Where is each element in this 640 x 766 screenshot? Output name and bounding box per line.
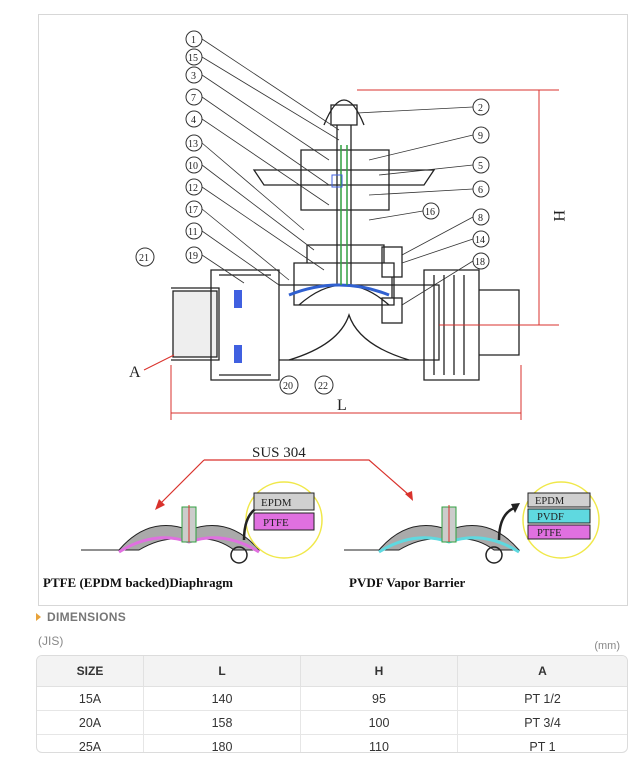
svg-text:15: 15: [188, 53, 198, 64]
table-header-row: SIZE L H A: [37, 656, 627, 687]
right-caption: PVDF Vapor Barrier: [349, 575, 465, 590]
callout-8: 8: [472, 208, 490, 226]
svg-text:14: 14: [475, 235, 485, 246]
table-row: 25A 180 110 PT 1: [37, 734, 627, 753]
callout-5: 5: [472, 156, 490, 174]
header-a: A: [457, 656, 627, 687]
callout-21: 21: [135, 247, 155, 267]
dimensions-table: SIZE L H A 15A 140 95 PT 1/2 20A 158 100…: [36, 655, 628, 753]
cell-a: PT 1/2: [457, 686, 627, 711]
callout-2: 2: [472, 98, 490, 116]
right-layer-ptfe: PTFE: [537, 528, 562, 539]
callout-6: 6: [472, 180, 490, 198]
right-layer-epdm: EPDM: [535, 496, 565, 507]
cell-size: 15A: [37, 686, 144, 711]
callout-17: 17: [185, 200, 203, 218]
table-row: 20A 158 100 PT 3/4: [37, 710, 627, 735]
svg-text:3: 3: [191, 71, 196, 82]
callout-22: 22: [314, 375, 334, 395]
cell-h: 95: [300, 686, 458, 711]
valve-cross-section: H L A 1 15 3 7 4 13 10 12 17 11 19 21 2 …: [43, 30, 600, 590]
callout-1: 1: [185, 30, 203, 48]
callout-13: 13: [185, 134, 203, 152]
callout-18: 18: [472, 252, 490, 270]
svg-text:20: 20: [283, 381, 293, 392]
svg-text:8: 8: [478, 213, 483, 224]
svg-text:6: 6: [478, 185, 483, 196]
svg-text:4: 4: [191, 115, 196, 126]
svg-text:19: 19: [188, 251, 198, 262]
callout-16: 16: [422, 202, 440, 220]
valve-drawing: H L A 1 15 3 7 4 13 10 12 17 11 19 21 2 …: [38, 14, 628, 606]
svg-text:17: 17: [188, 205, 198, 216]
svg-text:21: 21: [139, 253, 149, 264]
cell-h: 110: [300, 734, 458, 752]
callout-11: 11: [185, 222, 203, 240]
callout-12: 12: [185, 178, 203, 196]
svg-text:18: 18: [475, 257, 485, 268]
left-diaphragm: [81, 505, 261, 554]
dim-port-label: A: [129, 364, 141, 381]
svg-text:9: 9: [478, 131, 483, 142]
dimensions-title: DIMENSIONS: [47, 610, 127, 624]
material-label: SUS 304: [252, 445, 306, 461]
bullet-triangle-icon: [36, 613, 41, 621]
left-layer-epdm: EPDM: [261, 497, 292, 509]
cell-l: 158: [143, 710, 301, 735]
svg-text:7: 7: [191, 93, 196, 104]
svg-text:2: 2: [478, 103, 483, 114]
callout-7: 7: [185, 88, 203, 106]
cell-l: 180: [143, 734, 301, 752]
table-row: 15A 140 95 PT 1/2: [37, 686, 627, 711]
cell-size: 20A: [37, 710, 144, 735]
svg-text:1: 1: [191, 35, 196, 46]
svg-text:13: 13: [188, 139, 198, 150]
dim-height-label: H: [550, 210, 567, 222]
svg-text:11: 11: [188, 227, 198, 238]
svg-text:5: 5: [478, 161, 483, 172]
svg-text:22: 22: [318, 381, 328, 392]
header-h: H: [300, 656, 458, 687]
standard-label: (JIS): [38, 634, 64, 648]
callout-3: 3: [185, 66, 203, 84]
header-size: SIZE: [37, 656, 144, 687]
cell-a: PT 3/4: [457, 710, 627, 735]
callout-20: 20: [279, 375, 299, 395]
dim-length-label: L: [337, 397, 347, 414]
callout-15: 15: [185, 48, 203, 66]
cell-l: 140: [143, 686, 301, 711]
unit-label: (mm): [594, 640, 620, 652]
left-layer-ptfe: PTFE: [263, 517, 289, 529]
dimensions-heading: DIMENSIONS: [36, 610, 126, 624]
callout-10: 10: [185, 156, 203, 174]
callout-4: 4: [185, 110, 203, 128]
header-l: L: [143, 656, 301, 687]
callout-9: 9: [472, 126, 490, 144]
cell-a: PT 1: [529, 739, 556, 753]
callout-14: 14: [472, 230, 490, 248]
svg-text:12: 12: [188, 183, 198, 194]
cell-h: 100: [300, 710, 458, 735]
right-diaphragm: [344, 505, 521, 554]
cell-size: 25A: [37, 734, 144, 752]
right-layer-pvdf: PVDF: [537, 512, 564, 523]
svg-text:10: 10: [188, 161, 198, 172]
svg-text:16: 16: [425, 207, 435, 218]
callout-19: 19: [185, 246, 203, 264]
left-caption: PTFE (EPDM backed)Diaphragm: [43, 575, 233, 590]
